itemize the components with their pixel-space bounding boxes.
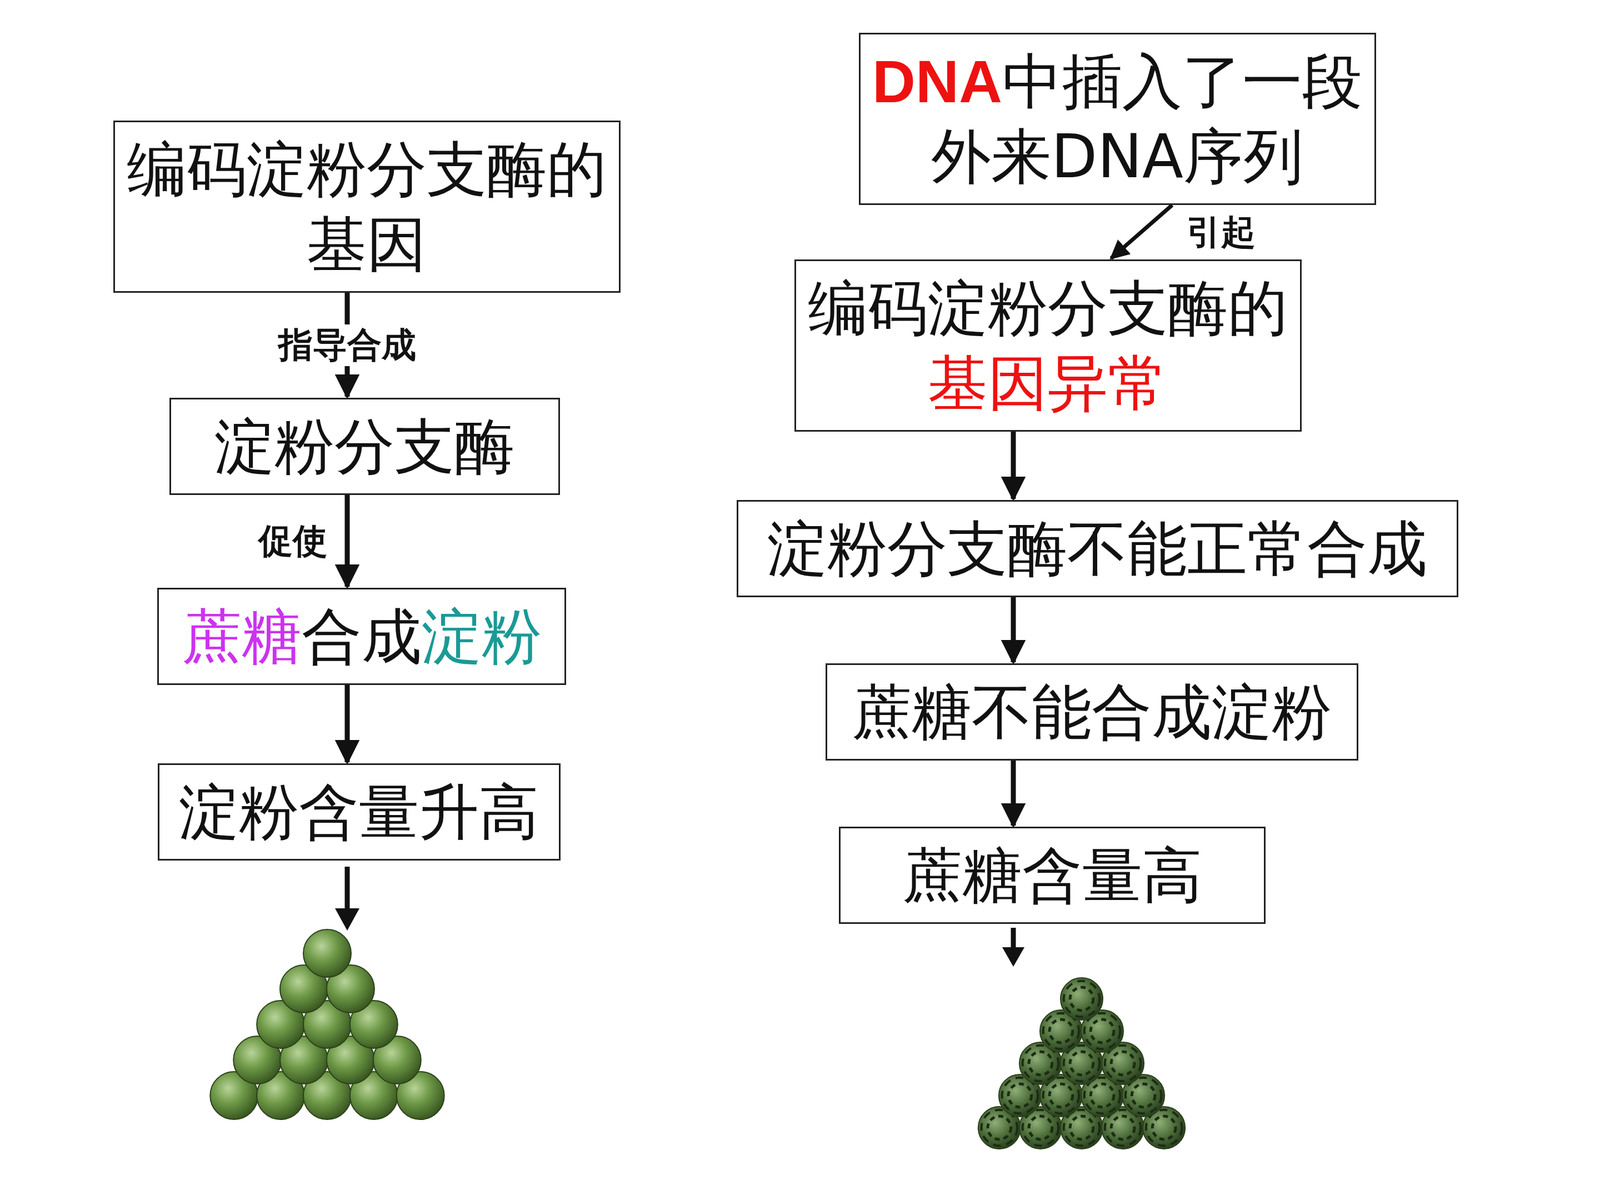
process-box: 淀粉含量升高 — [157, 763, 561, 861]
box-label: 合成 — [301, 601, 422, 672]
edge-label: 促使 — [255, 520, 331, 562]
box-text: 淀粉分支酶不能正常合成 — [767, 511, 1428, 587]
box-text: 编码淀粉分支酶的基因 — [115, 131, 619, 282]
pea-wrinkle — [1028, 1116, 1053, 1140]
edge-label: 引起 — [1183, 211, 1259, 253]
box-text: 蔗糖含量高 — [902, 837, 1203, 913]
pea-wrinkle — [1111, 1051, 1135, 1075]
box-label: 淀粉分支酶不能正常合成 — [767, 513, 1428, 584]
flow-arrow — [345, 495, 350, 587]
pea-wrinkle — [1090, 1019, 1114, 1043]
pea-wrinkle — [1152, 1116, 1176, 1140]
box-label: 蔗糖含量高 — [902, 840, 1203, 910]
arrow-head — [335, 908, 360, 931]
box-label: 蔗糖不能合成淀粉 — [851, 677, 1332, 747]
box-text: 淀粉含量升高 — [178, 774, 539, 850]
pea-wrinkle — [1063, 981, 1100, 1018]
arrow-head — [1002, 947, 1025, 967]
box-label: 淀粉 — [421, 601, 542, 672]
pea-wrinkle — [1008, 1083, 1032, 1108]
process-box: 蔗糖合成淀粉 — [157, 587, 567, 685]
pea-wrinkle — [1131, 1083, 1155, 1108]
process-box: 淀粉分支酶 — [169, 397, 560, 495]
pea-wrinkle — [1049, 1083, 1073, 1108]
process-box: DNA中插入了一段外来DNA序列 — [858, 32, 1377, 205]
box-text: 编码淀粉分支酶的基因异常 — [796, 270, 1300, 421]
box-text: 淀粉分支酶 — [214, 408, 515, 484]
box-label: DNA — [872, 47, 1003, 115]
pea — [1060, 977, 1103, 1020]
flow-arrow — [1111, 205, 1173, 259]
pea-wrinkle — [987, 1116, 1012, 1140]
smooth-pea-pile — [210, 929, 444, 1120]
box-label: 编码淀粉分支酶的 — [807, 273, 1288, 343]
box-label: 淀粉分支酶 — [214, 411, 515, 482]
pea-wrinkle — [1111, 1116, 1135, 1140]
process-box: 编码淀粉分支酶的基因 — [113, 120, 621, 293]
box-text: DNA中插入了一段外来DNA序列 — [860, 43, 1375, 194]
pea-wrinkle — [1070, 1116, 1094, 1140]
process-box: 淀粉分支酶不能正常合成 — [736, 500, 1459, 598]
arrow-line — [345, 866, 350, 912]
flow-arrow — [345, 685, 350, 763]
edge-label: 指导合成 — [275, 324, 420, 366]
process-box: 蔗糖含量高 — [838, 826, 1266, 924]
flow-arrow — [1011, 760, 1017, 826]
box-text: 蔗糖不能合成淀粉 — [851, 674, 1332, 750]
pea-wrinkle — [1070, 987, 1094, 1011]
process-box: 编码淀粉分支酶的基因异常 — [794, 259, 1302, 432]
process-box: 蔗糖不能合成淀粉 — [825, 663, 1359, 761]
box-label: 编码淀粉分支酶的基因 — [126, 134, 607, 279]
box-text: 蔗糖合成淀粉 — [181, 598, 542, 674]
pea-wrinkle — [1070, 1051, 1094, 1075]
pea-wrinkle — [1049, 1019, 1073, 1043]
pea-wrinkle — [1028, 1051, 1053, 1075]
wrinkled-pea-pile — [978, 977, 1185, 1149]
pea-wrinkle — [1090, 1083, 1114, 1108]
box-label: 淀粉含量升高 — [178, 777, 539, 847]
box-label: 基因异常 — [927, 348, 1168, 418]
flow-arrow — [1011, 597, 1017, 663]
box-label: 蔗糖 — [181, 601, 302, 672]
flow-arrow — [1011, 431, 1017, 499]
pea — [303, 929, 352, 978]
